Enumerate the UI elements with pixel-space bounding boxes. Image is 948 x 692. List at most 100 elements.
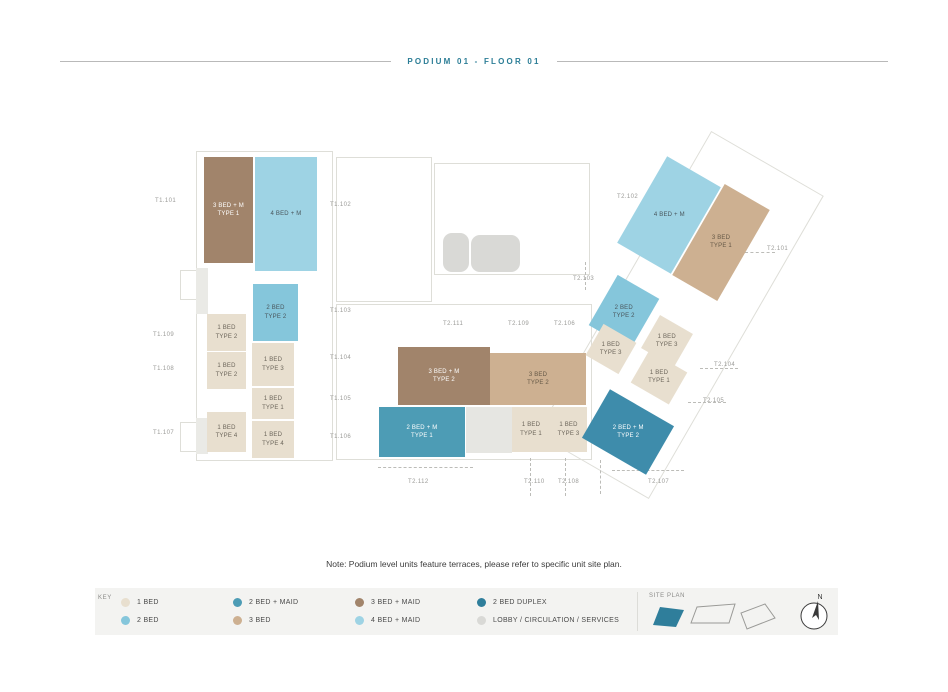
legend-dot-two_bed_maid: [233, 597, 242, 607]
page-header: PODIUM 01 - FLOOR 01: [60, 57, 889, 66]
page-title: PODIUM 01 - FLOOR 01: [407, 57, 541, 66]
dashed-boundary-line: [600, 460, 601, 494]
circulation-area: [443, 233, 469, 272]
building-outline: [180, 422, 197, 452]
site-plan-shape-current: [653, 607, 684, 627]
legend-label: 3 BED + MAID: [371, 598, 421, 606]
compass-needle: [812, 601, 819, 620]
unit-label: 4 BED + M: [653, 211, 685, 218]
unit-block-t1-4bm: 4 BED + M: [255, 157, 317, 271]
legend-label: 2 BED + MAID: [249, 598, 299, 606]
north-label: N: [817, 594, 822, 601]
unit-ref-t1-102: T1.102: [330, 202, 352, 208]
circulation-area: [196, 268, 208, 314]
dashed-boundary-line: [378, 467, 473, 468]
building-outline: [434, 163, 590, 275]
dashed-boundary-line: [688, 402, 726, 403]
legend-key-label: KEY: [98, 595, 112, 601]
legend-label: LOBBY / CIRCULATION / SERVICES: [493, 617, 620, 625]
legend-dot-four_bed_maid: [355, 616, 364, 626]
legend-label: 2 BED: [137, 617, 159, 625]
legend-items: 1 BED 2 BED 2 BED + MAID 3 BED 3 BED + MAID 4…: [121, 593, 649, 630]
building-outline: [336, 157, 432, 302]
legend-label: 2 BED DUPLEX: [493, 598, 547, 606]
legend-item-two_bed_maid: 2 BED + MAID: [233, 597, 355, 607]
unit-ref-t2-106: T2.106: [554, 321, 576, 327]
legend-item-three_bed_maid: 3 BED + MAID: [355, 597, 477, 607]
unit-ref-t1-105: T1.105: [330, 396, 352, 402]
plan-note: Note: Podium level units feature terrace…: [326, 559, 622, 569]
unit-ref-t2-104: T2.104: [714, 362, 736, 368]
site-plan-section: SITE PLAN: [643, 588, 798, 635]
site-plan-mini-map: [653, 603, 776, 630]
header-rule-left: [60, 61, 392, 62]
dashed-boundary-line: [745, 252, 775, 253]
dashed-boundary-line: [565, 458, 566, 496]
building-outline: [336, 304, 592, 460]
unit-ref-t2-101: T2.101: [767, 246, 789, 252]
legend-item-three_bed: 3 BED: [233, 616, 355, 626]
legend-item-two_bed: 2 BED: [121, 616, 233, 626]
unit-ref-t1-109: T1.109: [153, 332, 175, 338]
unit-ref-t2-103: T2.103: [573, 276, 595, 282]
legend-item-one_bed: 1 BED: [121, 597, 233, 607]
legend-label: 3 BED: [249, 617, 271, 625]
unit-ref-t2-108: T2.108: [558, 479, 580, 485]
unit-ref-t1-106: T1.106: [330, 434, 352, 440]
unit-ref-t2-102: T2.102: [617, 194, 639, 200]
unit-ref-t2-110: T2.110: [524, 479, 545, 485]
unit-ref-t2-111: T2.111: [443, 321, 464, 327]
legend-label: 1 BED: [137, 598, 159, 606]
unit-ref-t2-107: T2.107: [648, 479, 670, 485]
unit-ref-t1-104: T1.104: [330, 355, 352, 361]
building-outline: [180, 270, 197, 300]
legend-dot-two_bed: [121, 616, 130, 626]
legend-item-lobby: LOBBY / CIRCULATION / SERVICES: [477, 616, 649, 626]
legend-item-two_bed_duplex: 2 BED DUPLEX: [477, 597, 649, 607]
legend-dot-three_bed: [233, 616, 242, 626]
site-plan-label: SITE PLAN: [649, 593, 686, 599]
dashed-boundary-line: [585, 262, 586, 290]
dashed-boundary-line: [530, 458, 531, 496]
unit-label: 4 BED + M: [270, 210, 302, 217]
header-rule-right: [556, 61, 889, 62]
site-plan-shape-3: [740, 603, 776, 630]
north-compass: N: [795, 590, 839, 639]
legend-item-four_bed_maid: 4 BED + MAID: [355, 616, 477, 626]
unit-ref-t2-109: T2.109: [508, 321, 530, 327]
site-plan-shape-2: [690, 603, 736, 624]
legend-band: KEY 1 BED 2 BED 2 BED + MAID 3 BED 3 BED + M…: [95, 588, 838, 635]
unit-ref-t1-108: T1.108: [153, 366, 175, 372]
unit-ref-t2-105: T2.105: [703, 398, 725, 404]
dashed-boundary-line: [700, 368, 738, 369]
legend-dot-one_bed: [121, 597, 130, 607]
unit-ref-t1-107: T1.107: [153, 430, 175, 436]
